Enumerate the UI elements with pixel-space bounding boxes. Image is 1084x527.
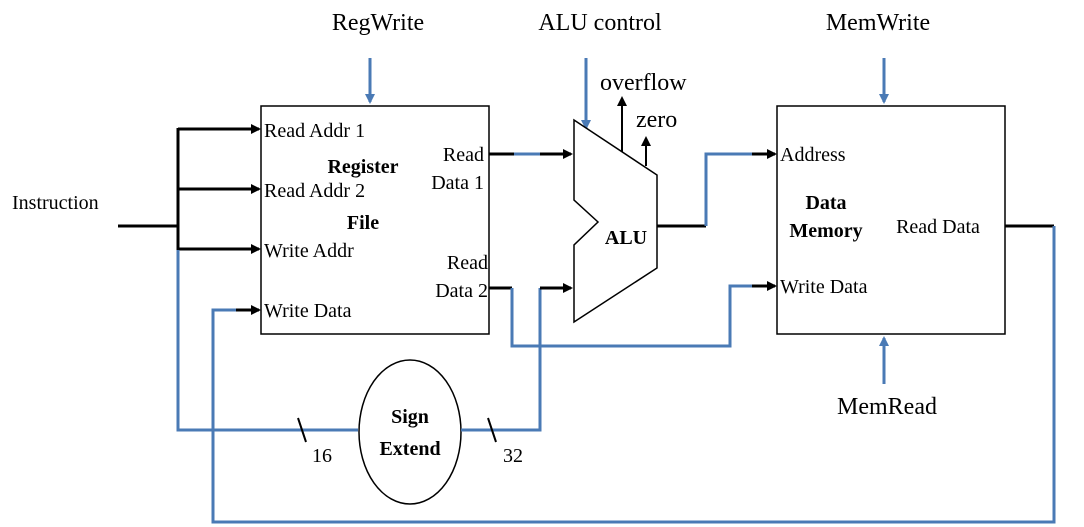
read-data-1-label-2: Data 1 bbox=[431, 172, 484, 194]
read-data-2-label-2: Data 2 bbox=[435, 280, 488, 302]
address-label: Address bbox=[780, 144, 846, 166]
memread-label: MemRead bbox=[837, 394, 937, 420]
alu-result-wire-b bbox=[704, 152, 752, 226]
read-data-2-to-memory-wire bbox=[510, 284, 752, 348]
sign-extend-unit bbox=[358, 359, 462, 505]
imm-to-sign-extend-wire bbox=[176, 250, 358, 432]
alu-unit bbox=[573, 118, 658, 324]
data-memory-title-1: Data bbox=[805, 192, 846, 214]
sign-extend-title-1: Sign bbox=[391, 406, 429, 428]
writeback-wire bbox=[211, 226, 1056, 524]
alu-control-label: ALU control bbox=[538, 10, 662, 36]
write-addr-label: Write Addr bbox=[264, 240, 354, 262]
alu-label: ALU bbox=[605, 227, 647, 249]
rf-write-data-label: Write Data bbox=[264, 300, 352, 322]
bus-width-16-label: 16 bbox=[312, 445, 332, 467]
zero-label: zero bbox=[636, 107, 677, 133]
bus-width-32-slash bbox=[487, 417, 497, 443]
read-data-label: Read Data bbox=[896, 216, 980, 238]
register-file-title-1: Register bbox=[327, 156, 398, 178]
register-file-title-2: File bbox=[347, 212, 379, 234]
sign-extend-out-wire bbox=[461, 288, 542, 432]
data-memory-box bbox=[776, 105, 1006, 335]
bus-width-16-slash bbox=[297, 417, 307, 443]
memwrite-label: MemWrite bbox=[826, 10, 930, 36]
data-memory-title-2: Memory bbox=[789, 220, 862, 242]
read-data-1-label-1: Read bbox=[443, 144, 484, 166]
overflow-label: overflow bbox=[600, 70, 687, 96]
read-addr-1-label: Read Addr 1 bbox=[264, 120, 365, 142]
sign-extend-title-2: Extend bbox=[379, 438, 440, 460]
regwrite-label: RegWrite bbox=[332, 10, 424, 36]
dm-write-data-label: Write Data bbox=[780, 276, 868, 298]
bus-width-32-label: 32 bbox=[503, 445, 523, 467]
read-addr-2-label: Read Addr 2 bbox=[264, 180, 365, 202]
instruction-label: Instruction bbox=[12, 192, 99, 214]
read-data-2-label-1: Read bbox=[447, 252, 488, 274]
register-file-box bbox=[260, 105, 490, 335]
